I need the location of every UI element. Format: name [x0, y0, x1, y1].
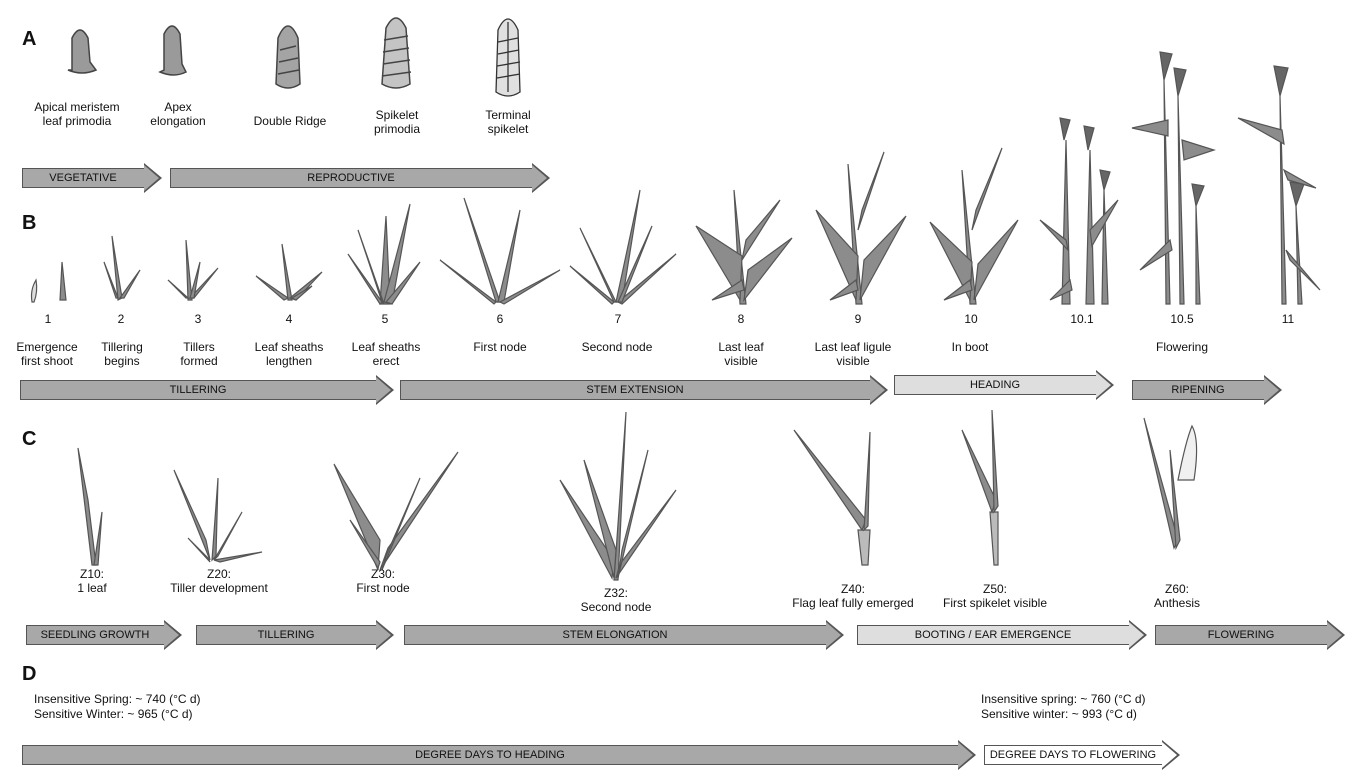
- stage-label-apical-meristem: Apical meristem leaf primodia: [34, 100, 119, 128]
- phase-label-tillering-c: TILLERING: [196, 625, 376, 645]
- phase-label-reproductive: REPRODUCTIVE: [170, 168, 532, 188]
- stage-number: 6: [497, 312, 504, 326]
- stage-number: 10.1: [1070, 312, 1093, 326]
- phase-arrow-degree-days-heading: DEGREE DAYS TO HEADING: [22, 740, 976, 770]
- phase-arrow-booting: BOOTING / EAR EMERGENCE: [857, 620, 1147, 650]
- stage-label: Leaf sheaths erect: [352, 340, 421, 368]
- stage-label: Tillering begins: [101, 340, 143, 368]
- phase-label-vegetative: VEGETATIVE: [22, 168, 144, 188]
- zadoks-label-z32: Z32: Second node: [581, 586, 652, 614]
- phase-label-degree-days-heading: DEGREE DAYS TO HEADING: [22, 745, 958, 765]
- phase-arrow-stem-elongation: STEM ELONGATION: [404, 620, 844, 650]
- phase-label-booting: BOOTING / EAR EMERGENCE: [857, 625, 1129, 645]
- stage-label: In boot: [952, 340, 989, 354]
- plants-row-c: [78, 410, 1197, 580]
- zadoks-label-z30: Z30: First node: [356, 567, 409, 595]
- phase-arrow-stem-extension: STEM EXTENSION: [400, 375, 888, 405]
- stage-number: 4: [286, 312, 293, 326]
- stage-label: First node: [473, 340, 526, 354]
- phase-label-ripening: RIPENING: [1132, 380, 1264, 400]
- apex-elongation-drawing: [160, 26, 186, 75]
- zadoks-label-z60: Z60: Anthesis: [1154, 582, 1200, 610]
- terminal-spikelet-drawing: [496, 19, 520, 96]
- phase-label-flowering: FLOWERING: [1155, 625, 1327, 645]
- stage-label: Emergence first shoot: [16, 340, 77, 368]
- phase-arrow-vegetative: VEGETATIVE: [22, 163, 162, 193]
- stage-number: 3: [195, 312, 202, 326]
- stage-label: Second node: [582, 340, 653, 354]
- stage-label: Flowering: [1156, 340, 1208, 354]
- stage-number: 8: [738, 312, 745, 326]
- phase-arrow-flowering: FLOWERING: [1155, 620, 1345, 650]
- stage-number: 10.5: [1170, 312, 1193, 326]
- stage-number: 7: [615, 312, 622, 326]
- apex-meristem-drawing: [68, 30, 96, 73]
- heading-info-spring: Insensitive Spring: ~ 740 (°C d): [34, 692, 201, 707]
- flowering-info-spring: Insensitive spring: ~ 760 (°C d): [981, 692, 1146, 707]
- phase-arrow-degree-days-flowering: DEGREE DAYS TO FLOWERING: [984, 740, 1180, 770]
- phase-label-degree-days-flowering: DEGREE DAYS TO FLOWERING: [984, 745, 1162, 765]
- zadoks-label-z20: Z20: Tiller development: [170, 567, 268, 595]
- phase-label-heading: HEADING: [894, 375, 1096, 395]
- flowering-info-winter: Sensitive winter: ~ 993 (°C d): [981, 707, 1137, 722]
- zadoks-label-z40: Z40: Flag leaf fully emerged: [792, 582, 913, 610]
- spikelet-primordia-drawing: [382, 18, 411, 88]
- stage-number: 5: [382, 312, 389, 326]
- phase-label-stem-extension: STEM EXTENSION: [400, 380, 870, 400]
- phase-arrow-heading: HEADING: [894, 370, 1114, 400]
- phase-arrow-tillering: TILLERING: [20, 375, 394, 405]
- phase-label-tillering: TILLERING: [20, 380, 376, 400]
- double-ridge-drawing: [276, 26, 300, 88]
- zadoks-label-z10: Z10: 1 leaf: [77, 567, 106, 595]
- stage-label-terminal-spikelet: Terminal spikelet: [485, 108, 530, 136]
- stage-number: 2: [118, 312, 125, 326]
- stage-number: 11: [1282, 312, 1294, 326]
- phase-arrow-seedling-growth: SEEDLING GROWTH: [26, 620, 182, 650]
- phase-label-seedling-growth: SEEDLING GROWTH: [26, 625, 164, 645]
- stage-number: 1: [45, 312, 52, 326]
- stage-label: Tillers formed: [180, 340, 217, 368]
- phase-arrow-ripening: RIPENING: [1132, 375, 1282, 405]
- heading-info-winter: Sensitive Winter: ~ 965 (°C d): [34, 707, 193, 722]
- phase-label-stem-elongation: STEM ELONGATION: [404, 625, 826, 645]
- stage-label: Last leaf visible: [718, 340, 763, 368]
- stage-label: Last leaf ligule visible: [815, 340, 892, 368]
- stage-label-double-ridge: Double Ridge: [254, 114, 327, 128]
- phase-arrow-tillering-c: TILLERING: [196, 620, 394, 650]
- stage-number: 10: [964, 312, 977, 326]
- phase-arrow-reproductive: REPRODUCTIVE: [170, 163, 550, 193]
- stage-label-apex-elongation: Apex elongation: [150, 100, 205, 128]
- stage-label-spikelet-primodia: Spikelet primodia: [374, 108, 420, 136]
- stage-number: 9: [855, 312, 862, 326]
- zadoks-label-z50: Z50: First spikelet visible: [943, 582, 1047, 610]
- stage-label: Leaf sheaths lengthen: [255, 340, 324, 368]
